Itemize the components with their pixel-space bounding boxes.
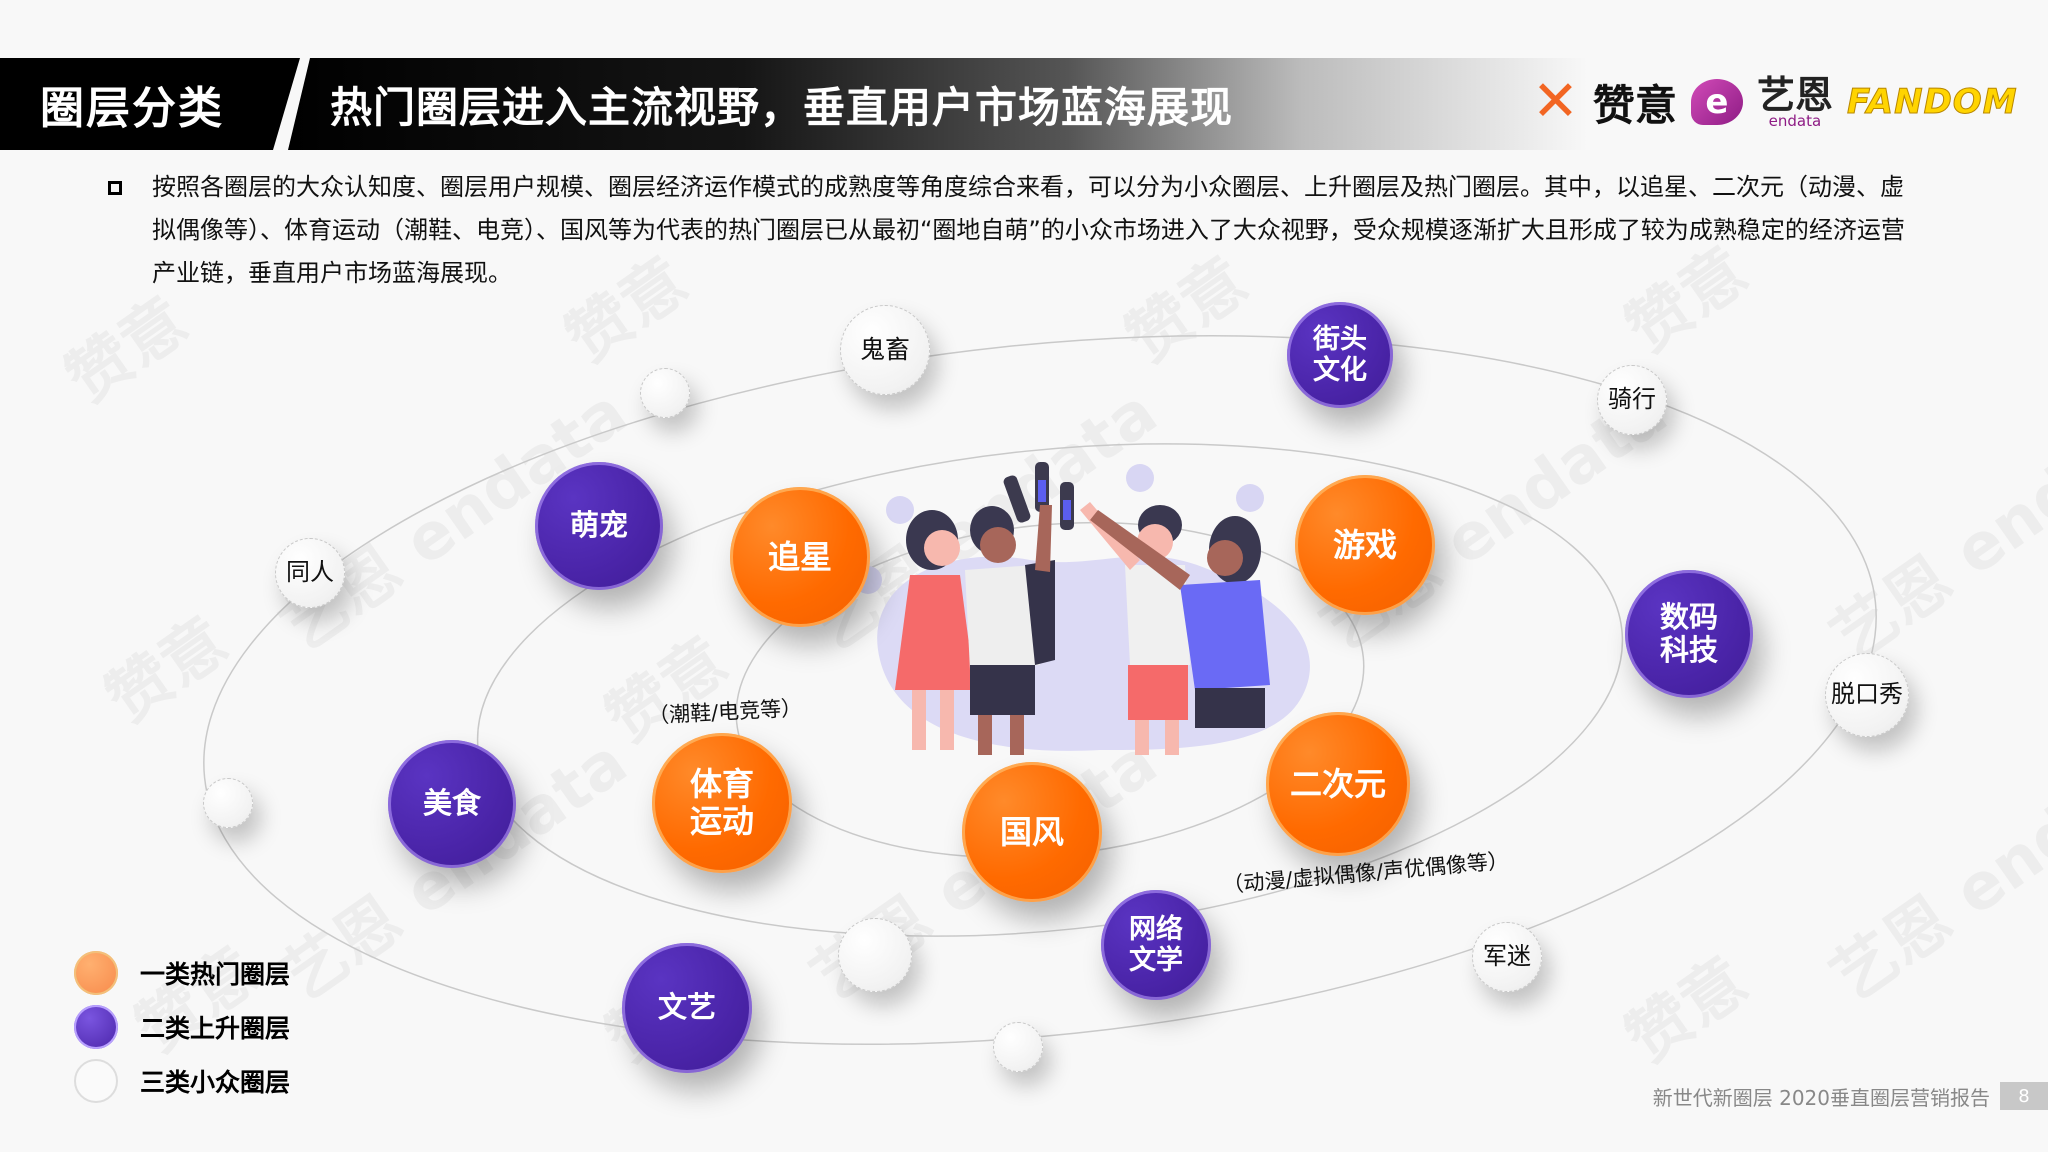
bubble-label: 脱口秀 xyxy=(1831,680,1903,709)
bubble-label: 军迷 xyxy=(1483,942,1531,971)
niche-tier-swatch-icon xyxy=(74,1059,118,1103)
report-title: 新世代新圈层 2020垂直圈层营销报告 xyxy=(1652,1085,1990,1110)
legend-label: 一类热门圈层 xyxy=(140,960,291,989)
bubble-label: 追星 xyxy=(767,537,832,576)
bubble-label-line: 文化 xyxy=(1313,355,1367,386)
bubble-label: 游戏 xyxy=(1332,525,1397,564)
intro-paragraph: 按照各圈层的大众认知度、圈层用户规模、圈层经济运作模式的成熟度等角度综合来看，可… xyxy=(108,166,1908,295)
bubble-label-line: 运动 xyxy=(689,802,754,840)
bubble-cycling: 骑行 xyxy=(1597,365,1667,435)
zanyi-logo-text: 赞意 xyxy=(1592,80,1677,130)
section-label-bar: 圈层分类 xyxy=(0,58,300,150)
endata-logo-sub: endata xyxy=(1768,111,1822,130)
endata-logo-icon: e xyxy=(1690,79,1743,125)
bubble-label-line: 文学 xyxy=(1129,945,1183,976)
bubble-blank xyxy=(203,778,253,828)
people-cheers-illustration xyxy=(854,462,1310,755)
bubble-label: 美食 xyxy=(422,786,481,821)
bubble-blank xyxy=(993,1022,1043,1072)
bubble-blank xyxy=(640,368,690,418)
bubble-digital-tech: 数码科技 xyxy=(1625,570,1753,698)
legend-item-niche: 三类小众圈层 xyxy=(74,1054,290,1108)
bubble-web-literature: 网络文学 xyxy=(1101,890,1211,1000)
bubble-label: 文艺 xyxy=(657,990,716,1025)
bubble-food: 美食 xyxy=(388,740,516,868)
bubble-label: 萌宠 xyxy=(569,508,628,543)
legend-item-rising: 二类上升圈层 xyxy=(74,1000,290,1054)
zanyi-logo-icon: ✕ xyxy=(1532,69,1579,134)
bubble-label: 鬼畜 xyxy=(859,334,910,364)
bubble-label-line: 街头 xyxy=(1313,323,1367,355)
bubble-label-line: 体育 xyxy=(689,765,754,804)
page-title: 热门圈层进入主流视野，垂直用户市场蓝海展现 xyxy=(330,83,1234,132)
bubble-guofeng: 国风 xyxy=(962,762,1102,902)
bubble-street-culture: 街头文化 xyxy=(1287,302,1393,408)
bubble-standup-comedy: 脱口秀 xyxy=(1825,653,1909,737)
hot-tier-swatch-icon xyxy=(74,951,118,995)
bubble-guichu: 鬼畜 xyxy=(840,305,930,395)
intro-text: 按照各圈层的大众认知度、圈层用户规模、圈层经济运作模式的成熟度等角度综合来看，可… xyxy=(152,173,1905,287)
fandom-logo: FANDOM xyxy=(1846,82,2018,123)
bubble-idol-chasing: 追星 xyxy=(730,487,870,627)
title-bar: 热门圈层进入主流视野，垂直用户市场蓝海展现 xyxy=(288,58,1588,150)
bubble-label-line: 数码 xyxy=(1659,599,1718,634)
endata-logo: 艺恩 endata xyxy=(1757,76,1833,129)
bubble-label-line: 网络 xyxy=(1129,913,1183,945)
bubble-sports: 体育运动 xyxy=(652,733,792,873)
bubble-label: 同人 xyxy=(286,558,334,587)
bubble-label: 二次元 xyxy=(1289,764,1386,803)
endata-logo-text: 艺恩 xyxy=(1756,72,1833,117)
legend-label: 二类上升圈层 xyxy=(140,1014,291,1043)
footer: 新世代新圈层 2020垂直圈层营销报告 8 xyxy=(1653,1082,2048,1110)
bubble-pets: 萌宠 xyxy=(535,462,663,590)
legend-label: 三类小众圈层 xyxy=(140,1068,291,1097)
bubble-gaming: 游戏 xyxy=(1295,475,1435,615)
bubble-acg: 二次元 xyxy=(1266,712,1410,856)
square-bullet-icon xyxy=(108,181,122,195)
bubble-doujin: 同人 xyxy=(275,538,345,608)
section-label: 圈层分类 xyxy=(40,83,224,134)
rising-tier-swatch-icon xyxy=(74,1005,118,1049)
bubble-arts: 文艺 xyxy=(622,943,752,1073)
bubble-label: 骑行 xyxy=(1608,385,1656,414)
brand-logos: ✕ 赞意 e 艺恩 endata FANDOM xyxy=(1532,72,2018,132)
bubble-military-fans: 军迷 xyxy=(1472,922,1542,992)
legend-item-hot: 一类热门圈层 xyxy=(74,946,290,1000)
legend: 一类热门圈层 二类上升圈层 三类小众圈层 xyxy=(74,946,290,1108)
bubble-label-line: 科技 xyxy=(1659,633,1718,667)
page-number: 8 xyxy=(2000,1082,2048,1110)
bubble-blank xyxy=(838,918,912,992)
bubble-label: 国风 xyxy=(999,812,1064,851)
